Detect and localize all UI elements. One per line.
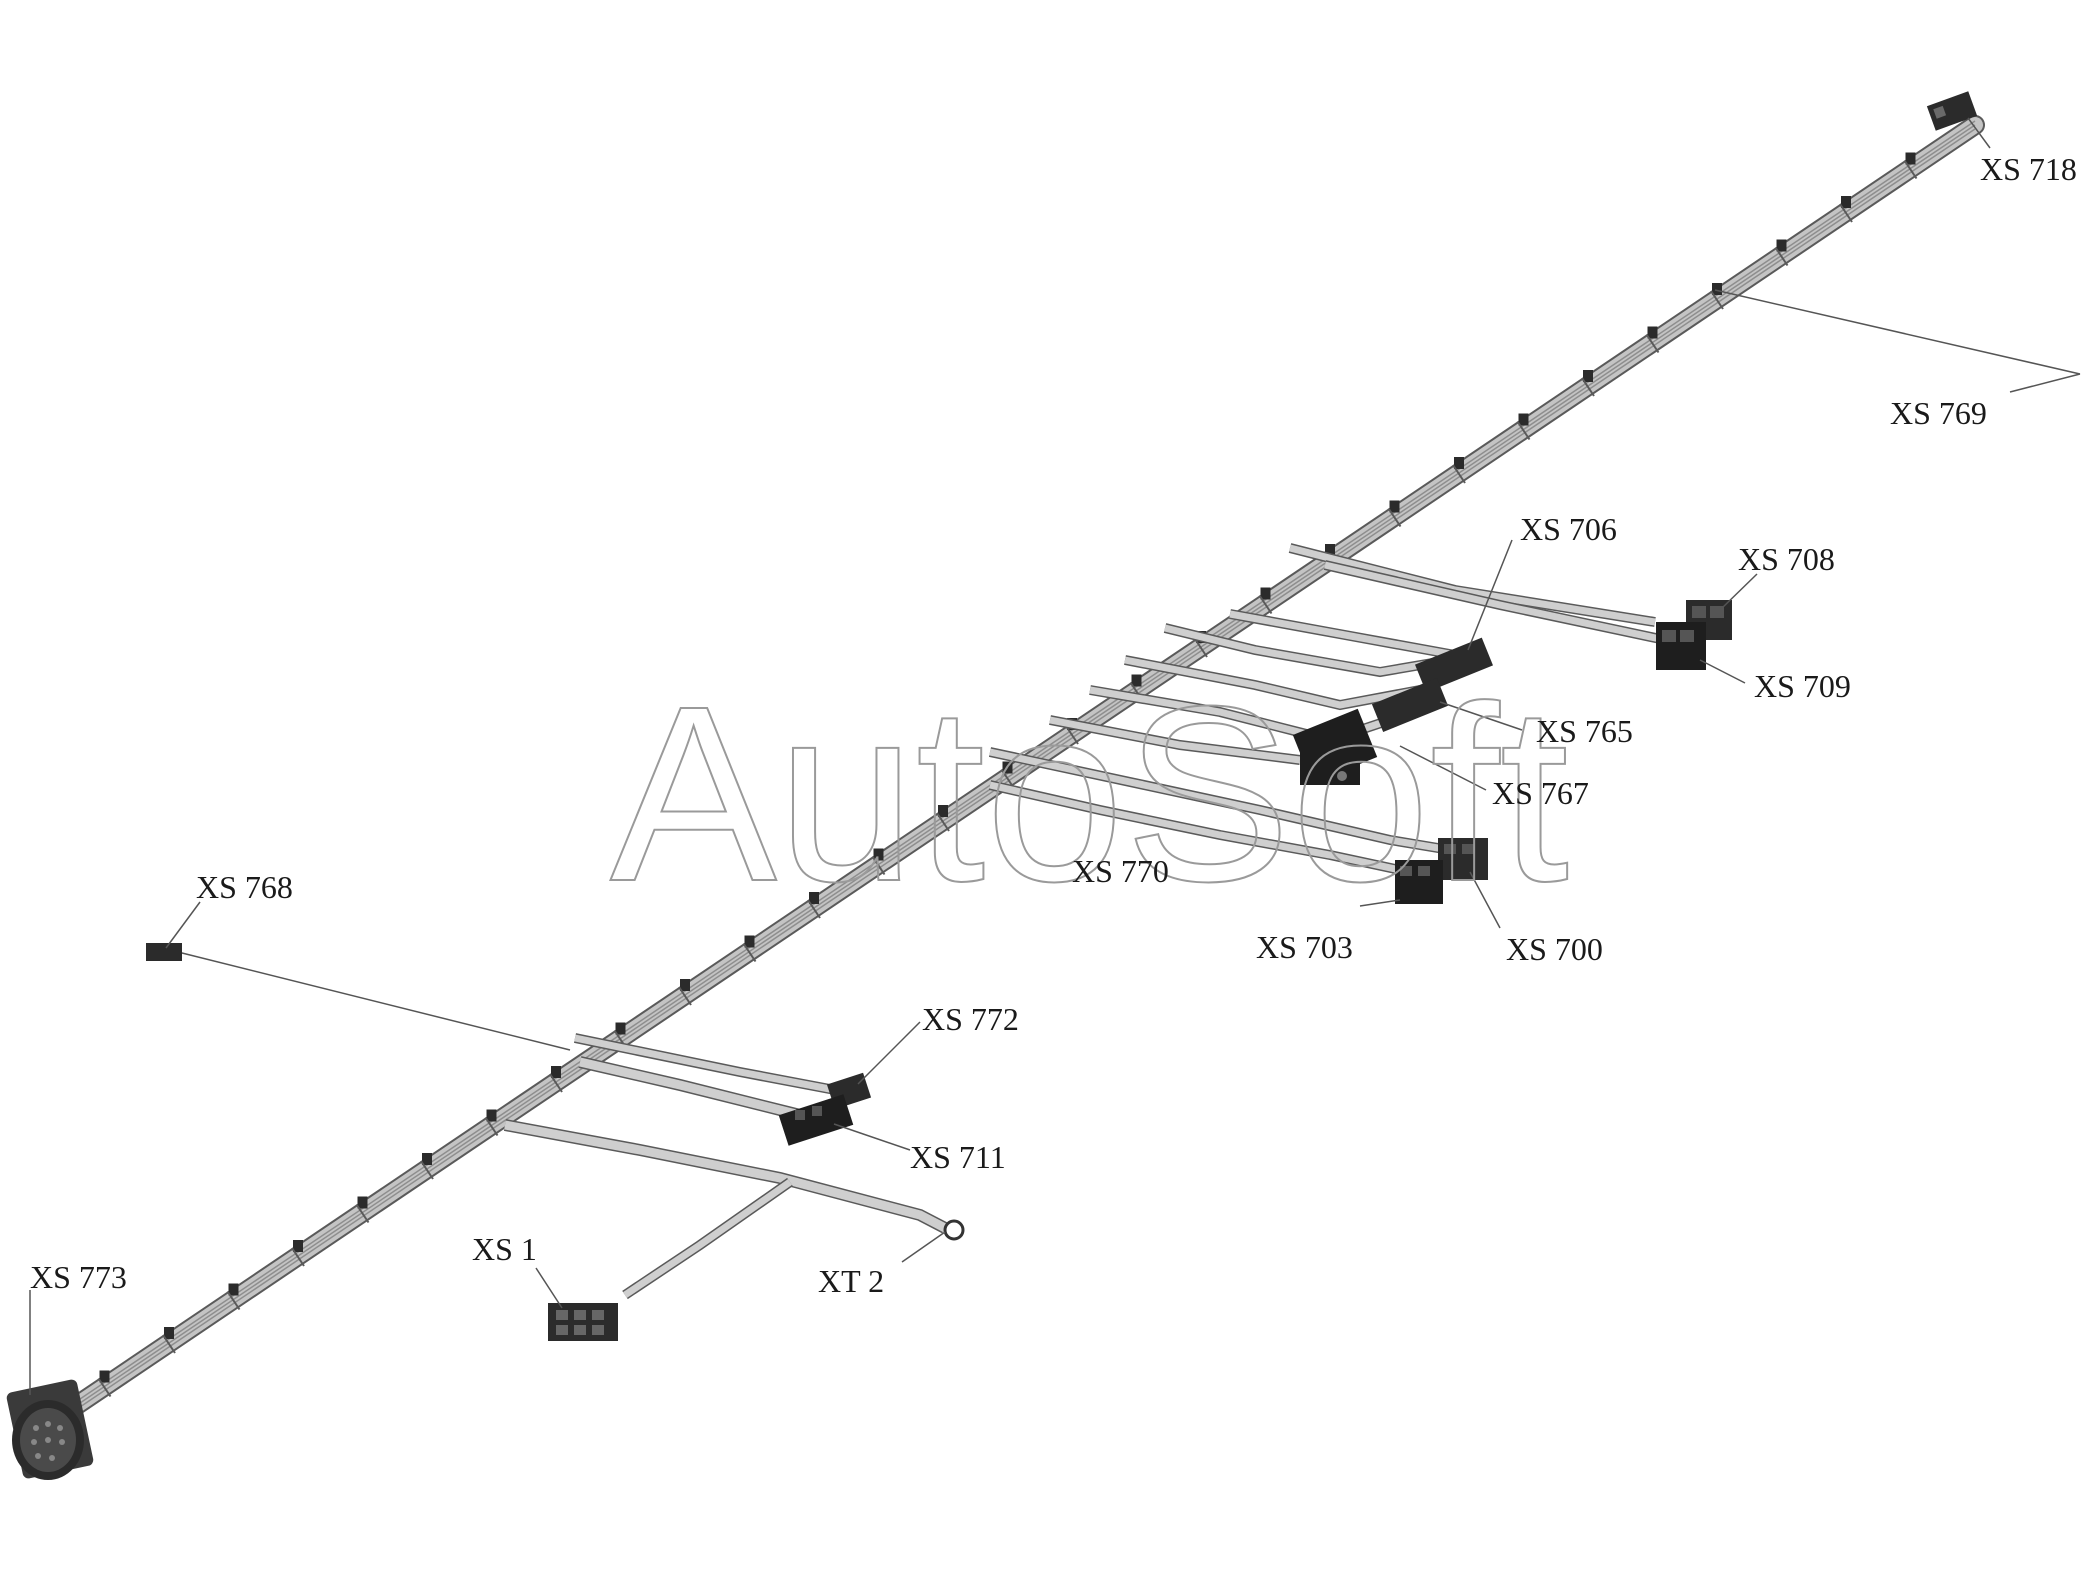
cable-tie-clip [1325, 544, 1335, 556]
label-xs718: XS 718 [1980, 151, 2077, 187]
branch-xt2-xs1 [503, 1119, 948, 1300]
xs765-connector [1371, 677, 1449, 733]
xs700-connector [1438, 838, 1488, 880]
cable-tie-band [355, 1203, 370, 1224]
cable-tie-band [1452, 464, 1466, 484]
label-xs1: XS 1 [472, 1231, 537, 1267]
cable-tie-clip [228, 1283, 239, 1296]
cable-tie-clip [1454, 457, 1464, 469]
cable-tie-clip [1583, 370, 1593, 382]
cable-tie-band [1710, 290, 1724, 310]
cable-tie-clip [809, 892, 819, 904]
cable-tie-clip [1131, 674, 1142, 687]
trunk-clips [97, 152, 1918, 1398]
cable-tie-clip [1647, 326, 1658, 339]
cable-tie-band [291, 1247, 305, 1267]
xs768-wire [177, 951, 571, 1051]
cable-tie-band [1774, 246, 1789, 267]
label-xs708: XS 708 [1738, 541, 1835, 577]
cable-tie-clip [486, 1109, 497, 1122]
xs768-connector [146, 943, 182, 961]
cable-tie-band [1387, 507, 1402, 528]
cable-tie-clip [1389, 500, 1400, 513]
cable-tie-clip [1260, 587, 1271, 600]
label-xs768: XS 768 [196, 869, 293, 905]
connector-labels: XS 718 XS 769 XS 706 XS 708 XS 709 XS 76… [30, 151, 2077, 1299]
cable-tie-clip [1518, 413, 1529, 426]
cable-tie-clip [744, 935, 755, 948]
cable-tie-clip [1002, 761, 1013, 774]
cable-tie-band [97, 1377, 112, 1398]
watermark: AutoSoft [610, 654, 1569, 933]
label-xs700: XS 700 [1506, 931, 1603, 967]
cable-tie-clip [1841, 196, 1851, 208]
xs706-connector [1415, 637, 1493, 693]
cable-tie-band [1065, 725, 1079, 745]
cable-tie-band [936, 812, 950, 832]
cable-tie-band [742, 942, 757, 963]
cable-tie-clip [615, 1022, 626, 1035]
label-xs770: XS 770 [1072, 853, 1169, 889]
cable-tie-band [162, 1334, 176, 1354]
cable-tie-clip [1905, 152, 1916, 165]
cable-tie-band [1903, 159, 1918, 180]
cable-tie-band [1645, 333, 1660, 354]
cable-tie-band [1000, 768, 1015, 789]
leader-lines [29, 117, 2081, 1395]
xs769-wire [1714, 289, 2081, 375]
cable-tie-clip [680, 979, 690, 991]
branch-xs706-708-709 [1229, 543, 1667, 660]
cable-tie-band [1258, 594, 1273, 615]
cable-tie-clip [164, 1327, 174, 1339]
cable-tie-clip [1776, 239, 1787, 252]
cable-tie-band [226, 1290, 241, 1311]
cable-tie-clip [357, 1196, 368, 1209]
cable-tie-band [1194, 638, 1208, 658]
xt2-ring-terminal [943, 1219, 965, 1241]
xs718-connector [1926, 91, 1978, 131]
xs773-round-connector [6, 1379, 94, 1480]
cable-tie-band [484, 1116, 499, 1137]
label-xs773: XS 773 [30, 1259, 127, 1295]
branch-xs770-703-700 [988, 747, 1451, 875]
cable-tie-clip [293, 1240, 303, 1252]
cable-tie-clip [873, 848, 884, 861]
cable-tie-clip [938, 805, 948, 817]
cable-tie-band [871, 855, 886, 876]
label-xs772: XS 772 [922, 1001, 1019, 1037]
xs703-connector [1395, 860, 1443, 904]
cable-tie-band [678, 986, 692, 1006]
cable-tie-clip [1712, 283, 1722, 295]
xs1-connector [548, 1303, 618, 1341]
cable-tie-band [1516, 420, 1531, 441]
branch-xs772-711 [573, 1033, 836, 1121]
cable-tie-clip [99, 1370, 110, 1383]
label-xs711: XS 711 [910, 1139, 1006, 1175]
cable-tie-band [807, 899, 821, 919]
cable-tie-band [1581, 377, 1595, 397]
label-xs703: XS 703 [1256, 929, 1353, 965]
cable-tie-band [549, 1073, 563, 1093]
cable-tie-clip [422, 1153, 432, 1165]
cable-tie-clip [551, 1066, 561, 1078]
xs711-connector [778, 1094, 854, 1146]
label-xs769: XS 769 [1890, 395, 1987, 431]
label-xs706: XS 706 [1520, 511, 1617, 547]
label-xs765: XS 765 [1536, 713, 1633, 749]
cable-tie-band [420, 1160, 434, 1180]
label-xs767: XS 767 [1492, 775, 1589, 811]
xs709-connector [1656, 622, 1706, 670]
label-xs709: XS 709 [1754, 668, 1851, 704]
cable-tie-band [1839, 203, 1853, 223]
label-xt2: XT 2 [818, 1263, 884, 1299]
xs767-connector [1292, 708, 1378, 785]
